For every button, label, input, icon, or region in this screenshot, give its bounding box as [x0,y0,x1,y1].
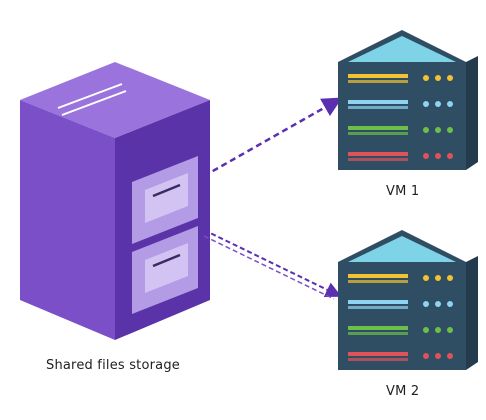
drawer-handle-icon [152,253,181,268]
cabinet-top-line-1 [57,83,123,109]
file-cabinet-icon [20,62,210,340]
cabinet-drawer-top [132,156,198,244]
storage-label: Shared files storage [46,358,180,373]
connection-arrow-vm1 [203,97,343,178]
vm2-label: VM 2 [386,384,420,399]
server-icon [338,30,478,170]
connection-arrow-vm2 [203,229,342,300]
drawer-handle-icon [152,183,181,198]
server-icon [338,230,478,370]
cabinet-drawer-bottom [132,226,198,314]
vm1-label: VM 1 [386,184,420,199]
cabinet-left-face [20,100,115,340]
cabinet-top-line-2 [61,90,127,116]
